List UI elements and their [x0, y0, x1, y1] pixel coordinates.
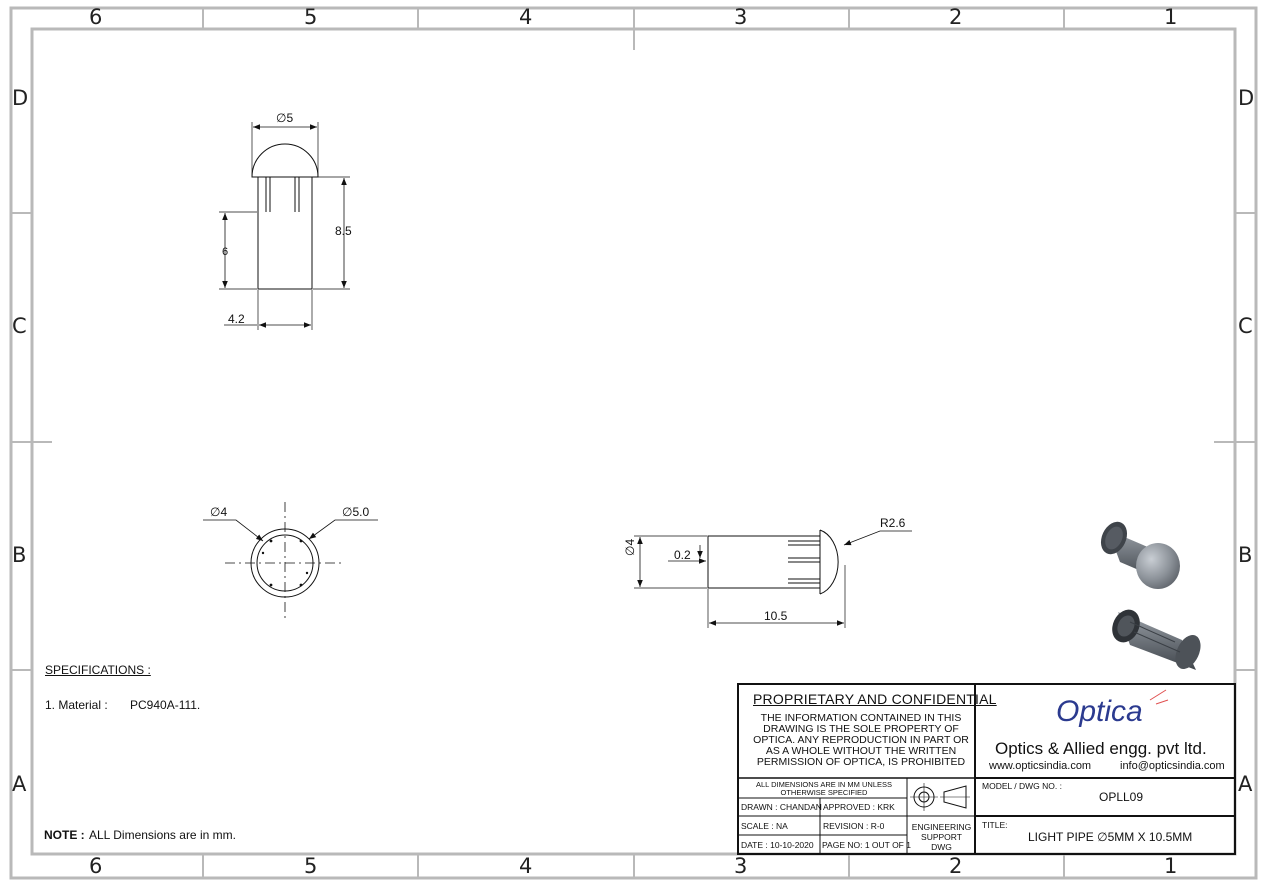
- dim-front-dia-top: ∅5: [276, 111, 294, 125]
- end-view: [203, 502, 378, 622]
- note-text: ALL Dimensions are in mm.: [89, 828, 236, 842]
- zone-left-B: B: [12, 543, 27, 567]
- note-label: NOTE :: [44, 828, 85, 842]
- revision: REVISION : R-0: [823, 821, 885, 831]
- side-view: [634, 529, 912, 628]
- dim-front-height-body: 6: [222, 246, 229, 258]
- zone-left-C: C: [12, 314, 27, 338]
- dim-side-rib: 0.2: [674, 548, 691, 562]
- spec-material-label: 1. Material :: [45, 698, 108, 712]
- dim-side-radius: R2.6: [880, 516, 906, 530]
- title-value: LIGHT PIPE ∅5MM X 10.5MM: [1028, 830, 1193, 844]
- zone-top-3: 3: [734, 5, 748, 29]
- date: DATE : 10-10-2020: [741, 840, 814, 850]
- company-email: info@opticsindia.com: [1120, 760, 1225, 772]
- approved-by: APPROVED : KRK: [823, 802, 895, 812]
- page-no: PAGE NO: 1 OUT OF 1: [822, 840, 911, 850]
- dim-front-height-total: 8.5: [335, 224, 352, 238]
- units-note: ALL DIMENSIONS ARE IN MM UNLESS OTHERWIS…: [756, 780, 893, 797]
- spec-heading: SPECIFICATIONS :: [45, 663, 151, 677]
- dim-front-width-body: 4.2: [228, 312, 245, 326]
- zone-left-D: D: [12, 86, 29, 110]
- dim-side-length: 10.5: [764, 609, 788, 623]
- zone-top-4: 4: [519, 5, 533, 29]
- spec-material-value: PC940A-111.: [130, 698, 201, 712]
- zone-left-A: A: [12, 772, 27, 796]
- zone-bottom-1: 1: [1164, 854, 1178, 878]
- zone-top-6: 6: [89, 5, 103, 29]
- company-logo: Optica: [1056, 695, 1143, 728]
- zone-right-D: D: [1238, 86, 1255, 110]
- front-view: [219, 122, 350, 330]
- zone-bottom-3: 3: [734, 854, 748, 878]
- render-iso-2: [1112, 609, 1201, 670]
- zone-top-5: 5: [304, 5, 318, 29]
- zone-right-C: C: [1238, 314, 1253, 338]
- zone-right-B: B: [1238, 543, 1253, 567]
- zone-top-2: 2: [949, 5, 963, 29]
- company-name: Optics & Allied engg. pvt ltd.: [995, 739, 1207, 758]
- zone-bottom-6: 6: [89, 854, 103, 878]
- title-block: [737, 683, 1236, 855]
- proprietary-title: PROPRIETARY AND CONFIDENTIAL: [753, 691, 997, 707]
- company-website: www.opticsindia.com: [989, 760, 1092, 772]
- zone-bottom-4: 4: [519, 854, 533, 878]
- sheet-frame: [9, 6, 1258, 880]
- zone-bottom-2: 2: [949, 854, 963, 878]
- render-iso-1: [1100, 521, 1180, 589]
- dim-end-dia-inner: ∅4: [210, 505, 228, 519]
- proprietary-text: THE INFORMATION CONTAINED IN THIS DRAWIN…: [753, 712, 969, 768]
- support-label: ENGINEERING SUPPORT DWG: [911, 822, 972, 852]
- title-label: TITLE:: [982, 820, 1008, 830]
- dim-end-dia-outer: ∅5.0: [342, 505, 370, 519]
- model-value: OPLL09: [1099, 790, 1144, 804]
- zone-bottom-5: 5: [304, 854, 318, 878]
- zone-top-1: 1: [1164, 5, 1178, 29]
- dim-side-dia: ∅4: [623, 538, 637, 556]
- model-label: MODEL / DWG NO. :: [982, 781, 1062, 791]
- drawn-by: DRAWN : CHANDAN: [741, 802, 822, 812]
- zone-right-A: A: [1238, 772, 1253, 796]
- scale: SCALE : NA: [741, 821, 788, 831]
